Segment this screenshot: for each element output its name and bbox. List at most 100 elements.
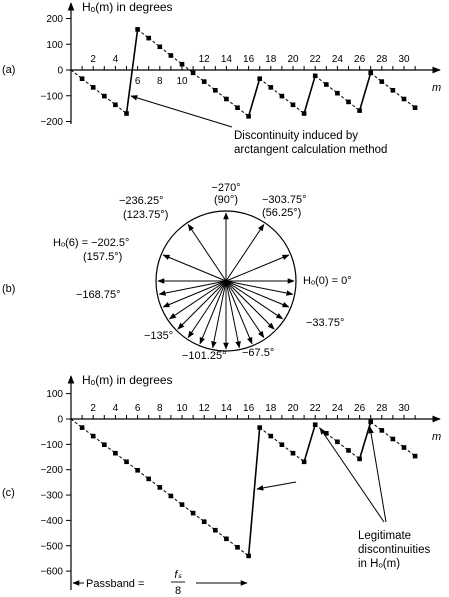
data-point bbox=[102, 93, 107, 99]
x-tick-label: 4 bbox=[113, 403, 119, 414]
angle-label-101: −101.25° bbox=[182, 350, 226, 362]
angle-label-303: −303.75° bbox=[262, 194, 306, 206]
panel-a-annotation-line1: Discontinuity induced by bbox=[234, 130, 358, 142]
data-point bbox=[346, 448, 351, 453]
data-point bbox=[335, 90, 340, 96]
phase-vector bbox=[158, 280, 227, 296]
x-tick-label: 28 bbox=[376, 403, 388, 414]
phase-vector bbox=[225, 280, 275, 330]
data-point bbox=[102, 442, 107, 447]
x-tick-label: 8 bbox=[157, 403, 163, 414]
data-point bbox=[79, 76, 85, 81]
data-point bbox=[135, 468, 140, 473]
passband-label: Passband = bbox=[86, 578, 144, 590]
phase-vector bbox=[225, 280, 265, 339]
phase-vector bbox=[211, 280, 227, 349]
y-tick-label: −300 bbox=[40, 491, 63, 502]
data-point bbox=[224, 96, 229, 102]
x-tick-label: 26 bbox=[354, 54, 366, 65]
y-tick-label: −200 bbox=[40, 465, 63, 476]
data-point bbox=[390, 436, 396, 442]
data-point bbox=[379, 428, 385, 433]
panel-c-arrow-1 bbox=[256, 481, 297, 491]
data-point bbox=[401, 445, 407, 450]
x-tick-label: 16 bbox=[243, 54, 255, 65]
x-tick-label: 18 bbox=[265, 54, 277, 65]
passband-label-bg bbox=[84, 573, 196, 595]
panel-c-points bbox=[79, 419, 418, 559]
angle-label-236-alt: (123.75°) bbox=[123, 209, 168, 221]
y-tick-label: −500 bbox=[40, 541, 63, 552]
y-tick-label: 200 bbox=[46, 14, 63, 25]
angle-label-0: Hₒ(0) = 0° bbox=[303, 275, 352, 287]
x-tick-label: 12 bbox=[199, 403, 211, 414]
phase-vectors bbox=[157, 212, 295, 350]
panel-b: (b) −270° (90°) −303.75° (56.25°) −236.2… bbox=[2, 182, 352, 362]
panel-c: (c) Hₒ(m) in degrees m 1000−100−200−300−… bbox=[2, 373, 441, 597]
phase-vector bbox=[162, 280, 227, 308]
data-point bbox=[246, 114, 251, 119]
x-tick-label: 6 bbox=[135, 403, 141, 414]
data-point bbox=[379, 79, 385, 84]
data-point bbox=[257, 425, 262, 430]
phase-vector bbox=[225, 254, 290, 282]
phase-vector bbox=[225, 280, 284, 320]
data-point bbox=[368, 419, 373, 425]
data-point bbox=[213, 527, 218, 533]
data-point bbox=[146, 476, 151, 482]
x-tick-label: 30 bbox=[398, 403, 410, 414]
passband-denominator: 8 bbox=[175, 585, 181, 597]
data-point bbox=[157, 44, 163, 50]
discontinuity-line bbox=[125, 29, 139, 114]
data-point bbox=[124, 459, 129, 465]
data-point bbox=[168, 53, 174, 58]
data-point bbox=[324, 431, 329, 436]
phase-vector bbox=[162, 254, 227, 282]
x-tick-label: 28 bbox=[376, 54, 388, 65]
y-tick-label: −100 bbox=[40, 440, 63, 451]
discontinuity-line bbox=[247, 78, 261, 117]
x-tick-label: 26 bbox=[354, 403, 366, 414]
data-point bbox=[224, 536, 229, 542]
panel-a-xlabel: m bbox=[432, 82, 441, 94]
phase-vector bbox=[199, 280, 227, 345]
x-tick-label: 18 bbox=[265, 403, 277, 414]
data-point bbox=[201, 79, 207, 84]
data-point bbox=[412, 453, 418, 459]
data-point bbox=[268, 85, 274, 90]
data-point bbox=[390, 88, 396, 93]
angle-label-168: −168.75° bbox=[76, 289, 120, 301]
data-point bbox=[412, 105, 418, 110]
data-point bbox=[179, 61, 185, 67]
discontinuity-line bbox=[358, 72, 372, 111]
data-point bbox=[324, 82, 329, 87]
unit-circle bbox=[155, 210, 297, 352]
angle-label-202-alt: (157.5°) bbox=[83, 251, 122, 263]
data-point bbox=[290, 450, 296, 456]
y-tick-label: −400 bbox=[40, 516, 63, 527]
x-tick-label: 24 bbox=[332, 54, 344, 65]
panel-c-annotation-line2: discontinuities bbox=[358, 544, 430, 556]
data-point bbox=[246, 553, 251, 559]
data-point bbox=[157, 485, 163, 490]
data-point bbox=[235, 545, 240, 550]
x-tick-label: 24 bbox=[332, 403, 344, 414]
x-tick-label: 2 bbox=[90, 54, 96, 65]
angle-label-135: −135° bbox=[144, 330, 173, 342]
data-point bbox=[279, 93, 285, 99]
y-tick-label: 0 bbox=[57, 415, 63, 426]
discontinuity-line bbox=[303, 75, 316, 114]
angle-label-202: Hₒ(6) = −202.5° bbox=[53, 237, 129, 249]
discontinuity-line bbox=[247, 427, 261, 556]
phase-labels: −270° (90°) −303.75° (56.25°) −236.25° (… bbox=[53, 182, 352, 362]
phase-vector bbox=[187, 280, 227, 339]
x-tick-label: 10 bbox=[176, 76, 188, 87]
data-point bbox=[90, 433, 96, 439]
panel-c-annotation-line3: in Hₒ(m) bbox=[358, 558, 400, 570]
x-tick-label: 16 bbox=[243, 403, 255, 414]
angle-label-236: −236.25° bbox=[119, 195, 163, 207]
panel-a-ylabel: Hₒ(m) in degrees bbox=[82, 0, 173, 14]
data-point bbox=[235, 105, 240, 110]
